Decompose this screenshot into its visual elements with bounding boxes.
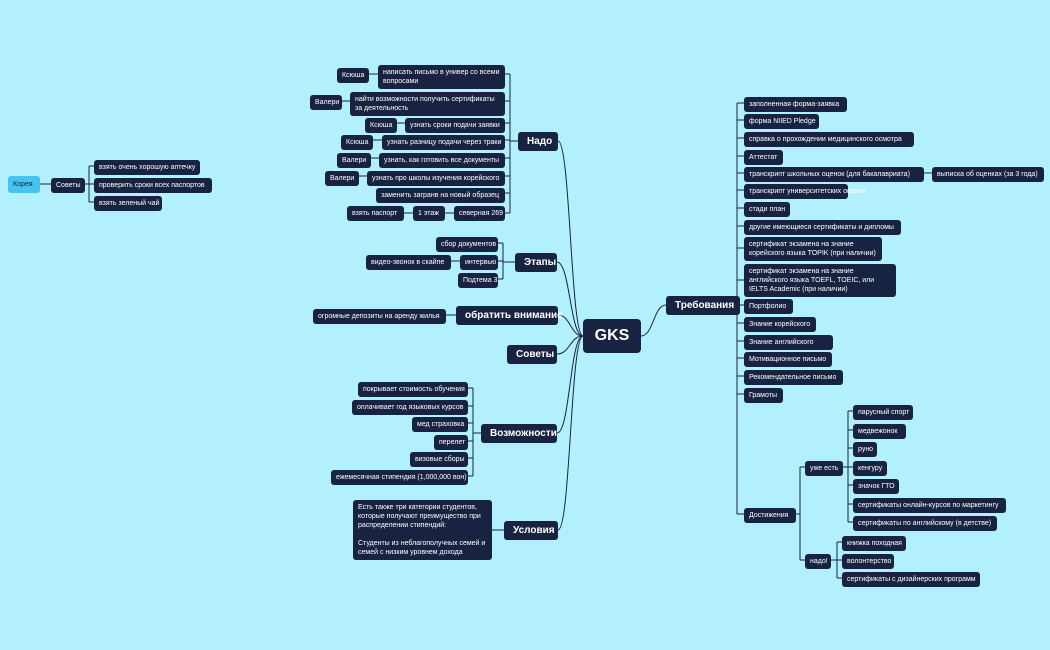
passport-node[interactable]: взять паспорт: [347, 206, 404, 221]
branch-attention[interactable]: обратить внимание: [456, 306, 563, 325]
connector-line: [556, 335, 584, 355]
trebovaniya-item[interactable]: справка о прохождении медицинского осмот…: [744, 132, 914, 147]
branch-nado[interactable]: Надо: [518, 132, 558, 151]
dost-need[interactable]: надо!: [805, 554, 831, 569]
trebovaniya-item[interactable]: Достижения: [744, 508, 796, 523]
trebovaniya-item[interactable]: стади план: [744, 202, 790, 217]
left-sovety-node[interactable]: Советы: [51, 178, 85, 193]
dost-have-item[interactable]: сертификаты онлайн-курсов по маркетингу: [853, 498, 1006, 513]
nado-item[interactable]: заменить загранв на новый образец: [376, 188, 505, 203]
trebovaniya-item[interactable]: Портфолио: [744, 299, 793, 314]
trebovaniya-item[interactable]: Грамоты: [744, 388, 783, 403]
vozmozhnosti-item[interactable]: перелет: [434, 435, 468, 450]
trebovaniya-item[interactable]: сертификат экзамена на знание английског…: [744, 264, 896, 297]
trebovaniya-item[interactable]: Аттестат: [744, 150, 783, 165]
dost-have-item[interactable]: кенгуру: [853, 461, 887, 476]
dost-have-item[interactable]: парусный спорт: [853, 405, 913, 420]
branch-trebovaniya[interactable]: Требования: [666, 296, 740, 315]
left-sovety-item[interactable]: проверить сроки всех паспортов: [94, 178, 212, 193]
etapy-item[interactable]: сбор документов: [436, 237, 498, 252]
trebovaniya-item[interactable]: Мотивационное письмо: [744, 352, 832, 367]
dost-have-item[interactable]: медвежонок: [853, 424, 906, 439]
vozmozhnosti-item[interactable]: ежемесячная стипендия (1,000,000 вон): [331, 470, 468, 485]
floor-node[interactable]: 1 этаж: [413, 206, 445, 221]
trebovaniya-item[interactable]: транскрипт школьных оценок (для бакалавр…: [744, 167, 924, 182]
trebovaniya-item[interactable]: заполненная форма-заявка: [744, 97, 847, 112]
trebovaniya-item[interactable]: Рекомендательное письмо: [744, 370, 843, 385]
dost-have-item[interactable]: руно: [853, 442, 877, 457]
dost-need-item[interactable]: сертификаты с дизайнерских программ: [842, 572, 980, 587]
nado-item[interactable]: северная 269: [454, 206, 505, 221]
nado-item[interactable]: написать письмо в универ со всеми вопрос…: [378, 65, 505, 89]
person-tag[interactable]: Ксюша: [337, 68, 369, 83]
branch-etapy[interactable]: Этапы: [515, 253, 557, 272]
korea-node[interactable]: Корея: [8, 176, 40, 193]
dost-need-item[interactable]: книжка походная: [842, 536, 906, 551]
etapy-item[interactable]: Подтема 3: [458, 273, 498, 288]
person-tag[interactable]: Валери: [337, 153, 371, 168]
trebovaniya-item[interactable]: другие имеющиеся сертификаты и дипломы: [744, 220, 901, 235]
person-tag[interactable]: Ксюша: [365, 118, 397, 133]
connector-line: [556, 335, 584, 434]
branch-usloviya[interactable]: Условия: [504, 521, 558, 540]
connector-line: [557, 140, 584, 337]
left-sovety-item[interactable]: взять зеленый чай: [94, 196, 162, 211]
nado-item[interactable]: узнать, как готовить все документы: [379, 153, 505, 168]
trebovaniya-item[interactable]: сертификат экзамена на знание корейского…: [744, 237, 882, 261]
vozmozhnosti-item[interactable]: мед страховка: [412, 417, 468, 432]
nado-item[interactable]: узнать сроки подачи заявки: [405, 118, 505, 133]
dost-have[interactable]: уже есть: [805, 461, 843, 476]
trebovaniya-item[interactable]: Знание корейского: [744, 317, 816, 332]
branch-vozmozhnosti[interactable]: Возможности: [481, 424, 557, 443]
connector-line: [640, 304, 667, 337]
root-node[interactable]: GKS: [583, 319, 641, 353]
etapy-item[interactable]: интервью: [460, 255, 498, 270]
person-tag[interactable]: Валери: [325, 171, 359, 186]
nado-item[interactable]: узнать разницу подачи через траки: [382, 135, 505, 150]
nado-item[interactable]: найти возможности получить сертификаты з…: [350, 92, 505, 116]
dost-need-item[interactable]: волонтерство: [842, 554, 894, 569]
person-tag[interactable]: Валери: [310, 95, 342, 110]
vozmozhnosti-item[interactable]: покрывает стоимость обучения: [358, 382, 468, 397]
nado-item[interactable]: узнать про школы изучения корейского: [367, 171, 505, 186]
dost-have-item[interactable]: значок ГТО: [853, 479, 899, 494]
left-sovety-item[interactable]: взять очень хорошую аптечку: [94, 160, 200, 175]
attention-item[interactable]: огромные депозиты на аренду жилья: [313, 309, 446, 324]
connector-line: [557, 314, 584, 337]
branch-sovety[interactable]: Советы: [507, 345, 557, 364]
vozmozhnosti-item[interactable]: оплачивает год языковых курсов: [352, 400, 468, 415]
transcript-extra[interactable]: выписка об оценках (за 3 года): [932, 167, 1044, 182]
trebovaniya-item[interactable]: форма NIIED Pledge: [744, 114, 819, 129]
trebovaniya-item[interactable]: Знание английского: [744, 335, 833, 350]
skype-node[interactable]: видео-звонок в скайпе: [366, 255, 451, 270]
dost-have-item[interactable]: сертификаты по английскому (в детстве): [853, 516, 997, 531]
trebovaniya-item[interactable]: транскрипт университетских оценок: [744, 184, 866, 199]
connector-line: [557, 335, 584, 531]
usloviya-note[interactable]: Есть также три категории студентов, кото…: [353, 500, 492, 560]
connector-line: [556, 261, 584, 337]
vozmozhnosti-item[interactable]: визовые сборы: [410, 452, 468, 467]
person-tag[interactable]: Ксюша: [341, 135, 373, 150]
